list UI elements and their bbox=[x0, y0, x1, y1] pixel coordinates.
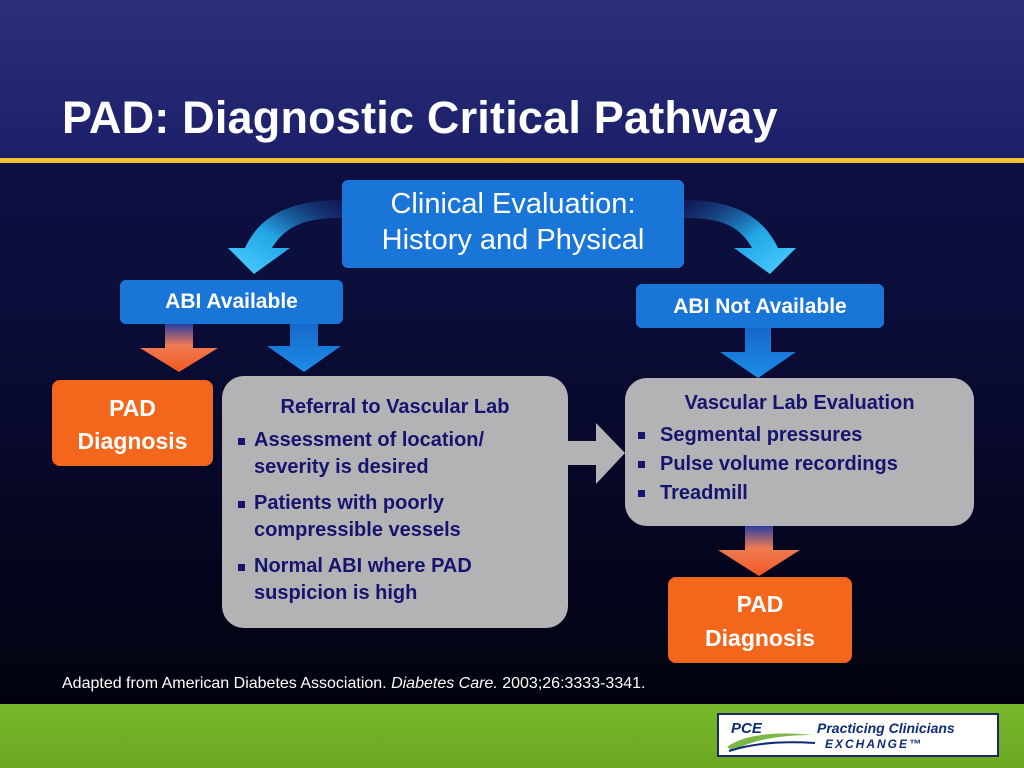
vascular-lab-heading: Vascular Lab Evaluation bbox=[684, 392, 915, 414]
citation: Adapted from American Diabetes Associati… bbox=[62, 675, 646, 692]
logo-mark: PCE bbox=[731, 720, 762, 737]
curved-arrow-right bbox=[684, 200, 796, 274]
pad-diagnosis-left-line2: Diagnosis bbox=[77, 428, 188, 454]
title-underline bbox=[0, 158, 1024, 163]
arrow-to-vascular-lab bbox=[720, 328, 796, 378]
pce-logo: PCE Practicing Clinicians EXCHANGE™ bbox=[717, 713, 999, 757]
clinical-evaluation-line1: Clinical Evaluation: bbox=[390, 188, 636, 220]
arrow-to-pad-diagnosis-left bbox=[140, 324, 218, 372]
curved-arrow-left bbox=[228, 200, 342, 274]
arrow-right-to-vascular-lab bbox=[568, 423, 625, 484]
referral-heading: Referral to Vascular Lab bbox=[280, 396, 510, 418]
bullet-icon bbox=[638, 461, 645, 468]
arrow-to-referral bbox=[267, 324, 341, 372]
arrow-to-pad-diagnosis-right bbox=[718, 526, 800, 576]
logo-line1: Practicing Clinicians bbox=[817, 720, 955, 736]
bullet-icon bbox=[238, 501, 245, 508]
logo-swoosh-icon bbox=[727, 733, 816, 752]
bullet-icon bbox=[238, 564, 245, 571]
pad-diagnosis-left-box: PAD Diagnosis bbox=[52, 380, 213, 466]
referral-list: Assessment of location/severity is desir… bbox=[236, 427, 568, 607]
referral-box: Referral to Vascular Lab Assessment of l… bbox=[222, 376, 568, 628]
list-item: Treadmill bbox=[638, 479, 974, 508]
pad-diagnosis-right-line1: PAD bbox=[736, 591, 784, 617]
title-band bbox=[0, 0, 1024, 158]
pad-diagnosis-right-box: PAD Diagnosis bbox=[668, 577, 852, 663]
slide-title: PAD: Diagnostic Critical Pathway bbox=[62, 92, 778, 143]
abi-not-available-box: ABI Not Available bbox=[636, 284, 884, 328]
vascular-lab-box: Vascular Lab Evaluation Segmental pressu… bbox=[625, 378, 974, 526]
clinical-evaluation-line2: History and Physical bbox=[381, 224, 645, 256]
pad-diagnosis-left-line1: PAD bbox=[109, 395, 156, 421]
list-item: Segmental pressures bbox=[638, 421, 974, 450]
list-item: Pulse volume recordings bbox=[638, 450, 974, 479]
bullet-icon bbox=[238, 438, 245, 445]
vascular-lab-list: Segmental pressures Pulse volume recordi… bbox=[638, 421, 974, 508]
logo-line2: EXCHANGE™ bbox=[825, 737, 924, 751]
pad-diagnosis-right-line2: Diagnosis bbox=[705, 625, 815, 651]
bullet-icon bbox=[638, 432, 645, 439]
clinical-evaluation-box: Clinical Evaluation: History and Physica… bbox=[342, 180, 684, 268]
bullet-icon bbox=[638, 490, 645, 497]
list-item: Assessment of location/severity is desir… bbox=[236, 427, 568, 481]
abi-available-box: ABI Available bbox=[120, 280, 343, 324]
